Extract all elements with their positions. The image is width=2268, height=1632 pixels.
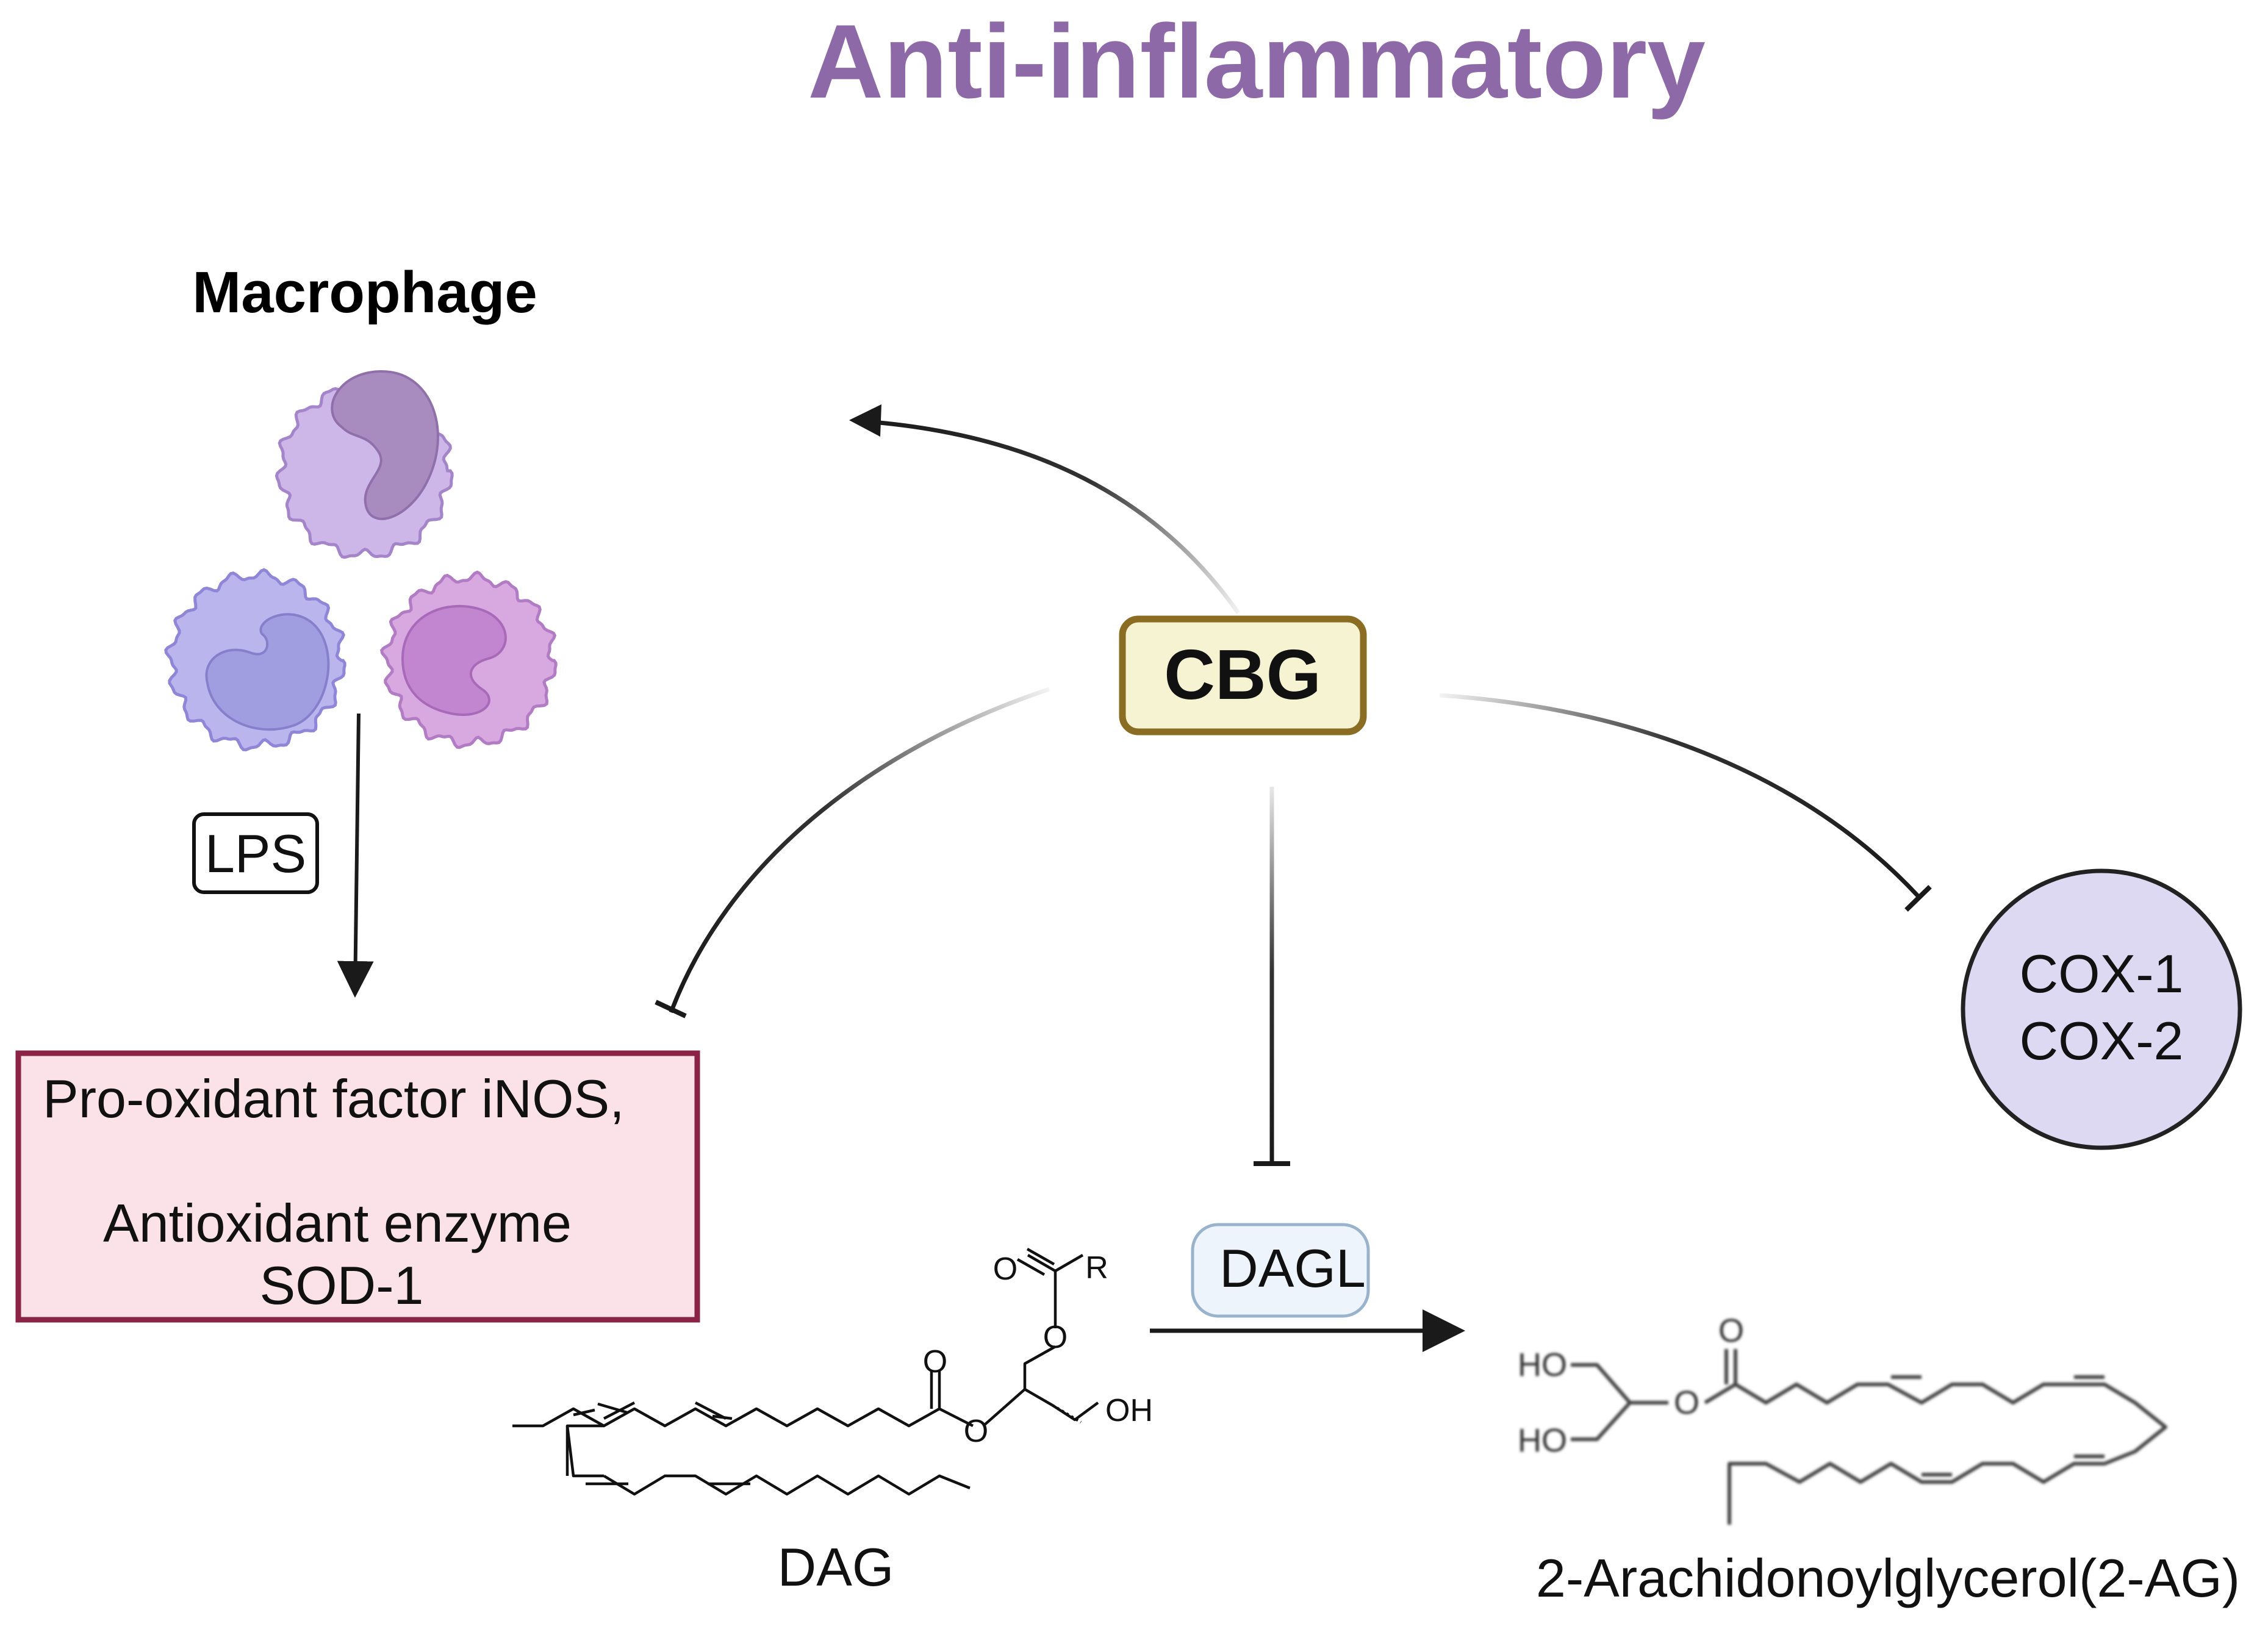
2ag-label: 2-Arachidonoylglycerol(2-AG) bbox=[1536, 1548, 2240, 1608]
lps-label: LPS bbox=[205, 823, 306, 884]
2ag-carbonyl-oxygen: O bbox=[1718, 1312, 1744, 1349]
macrophage-label: Macrophage bbox=[192, 260, 537, 325]
dag-ester-oxygen-1: O bbox=[1043, 1320, 1068, 1355]
lps-activation-arrow bbox=[337, 713, 374, 998]
cbg-label: CBG bbox=[1164, 635, 1321, 714]
2ag-ester-oxygen: O bbox=[1674, 1384, 1699, 1421]
oxidative-factors-box: Pro-oxidant factor iNOS, Antioxidant enz… bbox=[15, 1050, 700, 1323]
dag-carbonyl-oxygen-2: O bbox=[923, 1344, 947, 1380]
dag-hydroxyl: OH bbox=[1105, 1393, 1153, 1428]
antioxidant-text: Antioxidant enzyme bbox=[103, 1193, 572, 1253]
macrophage-cell-top bbox=[275, 370, 454, 559]
macrophage-cell-left bbox=[164, 568, 346, 752]
sod1-text: SOD-1 bbox=[260, 1255, 424, 1315]
cox2-label: COX-2 bbox=[2020, 1011, 2184, 1071]
cbg-to-macrophage-arrow bbox=[856, 418, 1240, 615]
diagram-title: Anti-inflammatory bbox=[808, 3, 1706, 120]
dagl-enzyme-badge: DAGL bbox=[1191, 1223, 1370, 1318]
cbg-inhibits-oxidative-line bbox=[669, 687, 1050, 1014]
lps-badge: LPS bbox=[192, 812, 319, 894]
cox-node: COX-1 COX-2 bbox=[1961, 868, 2242, 1150]
cbg-node: CBG bbox=[1119, 615, 1367, 735]
dag-label: DAG bbox=[778, 1537, 894, 1597]
dagl-label: DAGL bbox=[1219, 1238, 1366, 1298]
t-bar-inhibition-icon bbox=[1904, 885, 1932, 912]
dag-carbonyl-oxygen-1: O bbox=[993, 1251, 1017, 1287]
cbg-inhibits-cox-line bbox=[1439, 693, 1920, 898]
2ag-structure: HO HO O O bbox=[1518, 1312, 2167, 1525]
dag-ester-oxygen-2: O bbox=[964, 1414, 988, 1449]
pro-oxidant-text: Pro-oxidant factor iNOS, bbox=[43, 1068, 625, 1129]
macrophage-cell-right bbox=[380, 570, 558, 750]
dag-structure bbox=[512, 1248, 1099, 1496]
2ag-hydroxyl-top: HO bbox=[1518, 1347, 1567, 1383]
cox1-label: COX-1 bbox=[2020, 943, 2184, 1004]
2ag-hydroxyl-bottom: HO bbox=[1518, 1422, 1567, 1459]
dag-r-group: R bbox=[1085, 1250, 1108, 1286]
t-bar-inhibition-icon bbox=[655, 1000, 687, 1018]
arrow-head-icon bbox=[849, 404, 881, 437]
